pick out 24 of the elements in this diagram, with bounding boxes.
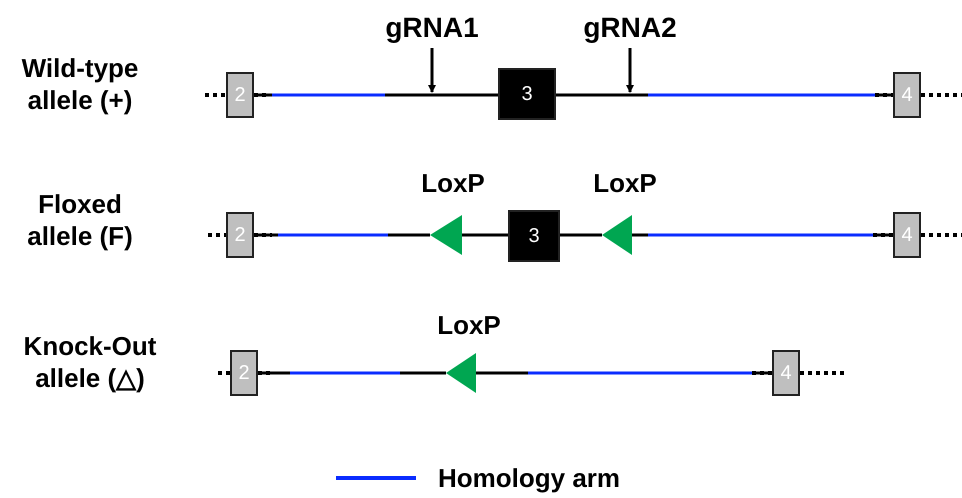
legend-text: Homology arm [438, 462, 620, 494]
dna-line [462, 234, 508, 236]
exon-box: 4 [893, 212, 921, 258]
loxp-triangle [602, 215, 632, 255]
loxp-label: LoxP [420, 167, 486, 200]
allele-label: Knock-Out allele (△) [22, 330, 158, 395]
grna-label: gRNA1 [372, 8, 492, 48]
exon-box: 4 [893, 72, 921, 118]
exon-box: 4 [772, 350, 800, 396]
exon-box: 3 [508, 210, 560, 262]
dna-line [560, 234, 602, 236]
allele-label: Floxed allele (F) [26, 188, 134, 253]
exon-box: 3 [498, 68, 556, 120]
grna-label: gRNA2 [570, 8, 690, 48]
exon-box: 2 [226, 72, 254, 118]
loxp-triangle [430, 215, 462, 255]
allele-label: Wild-type allele (+) [20, 52, 140, 117]
loxp-label: LoxP [592, 167, 658, 200]
loxp-triangle [446, 353, 476, 393]
arrow [428, 48, 436, 93]
exon-box: 2 [230, 350, 258, 396]
loxp-label: LoxP [436, 309, 502, 342]
exon-box: 2 [226, 212, 254, 258]
arrow [626, 48, 634, 93]
